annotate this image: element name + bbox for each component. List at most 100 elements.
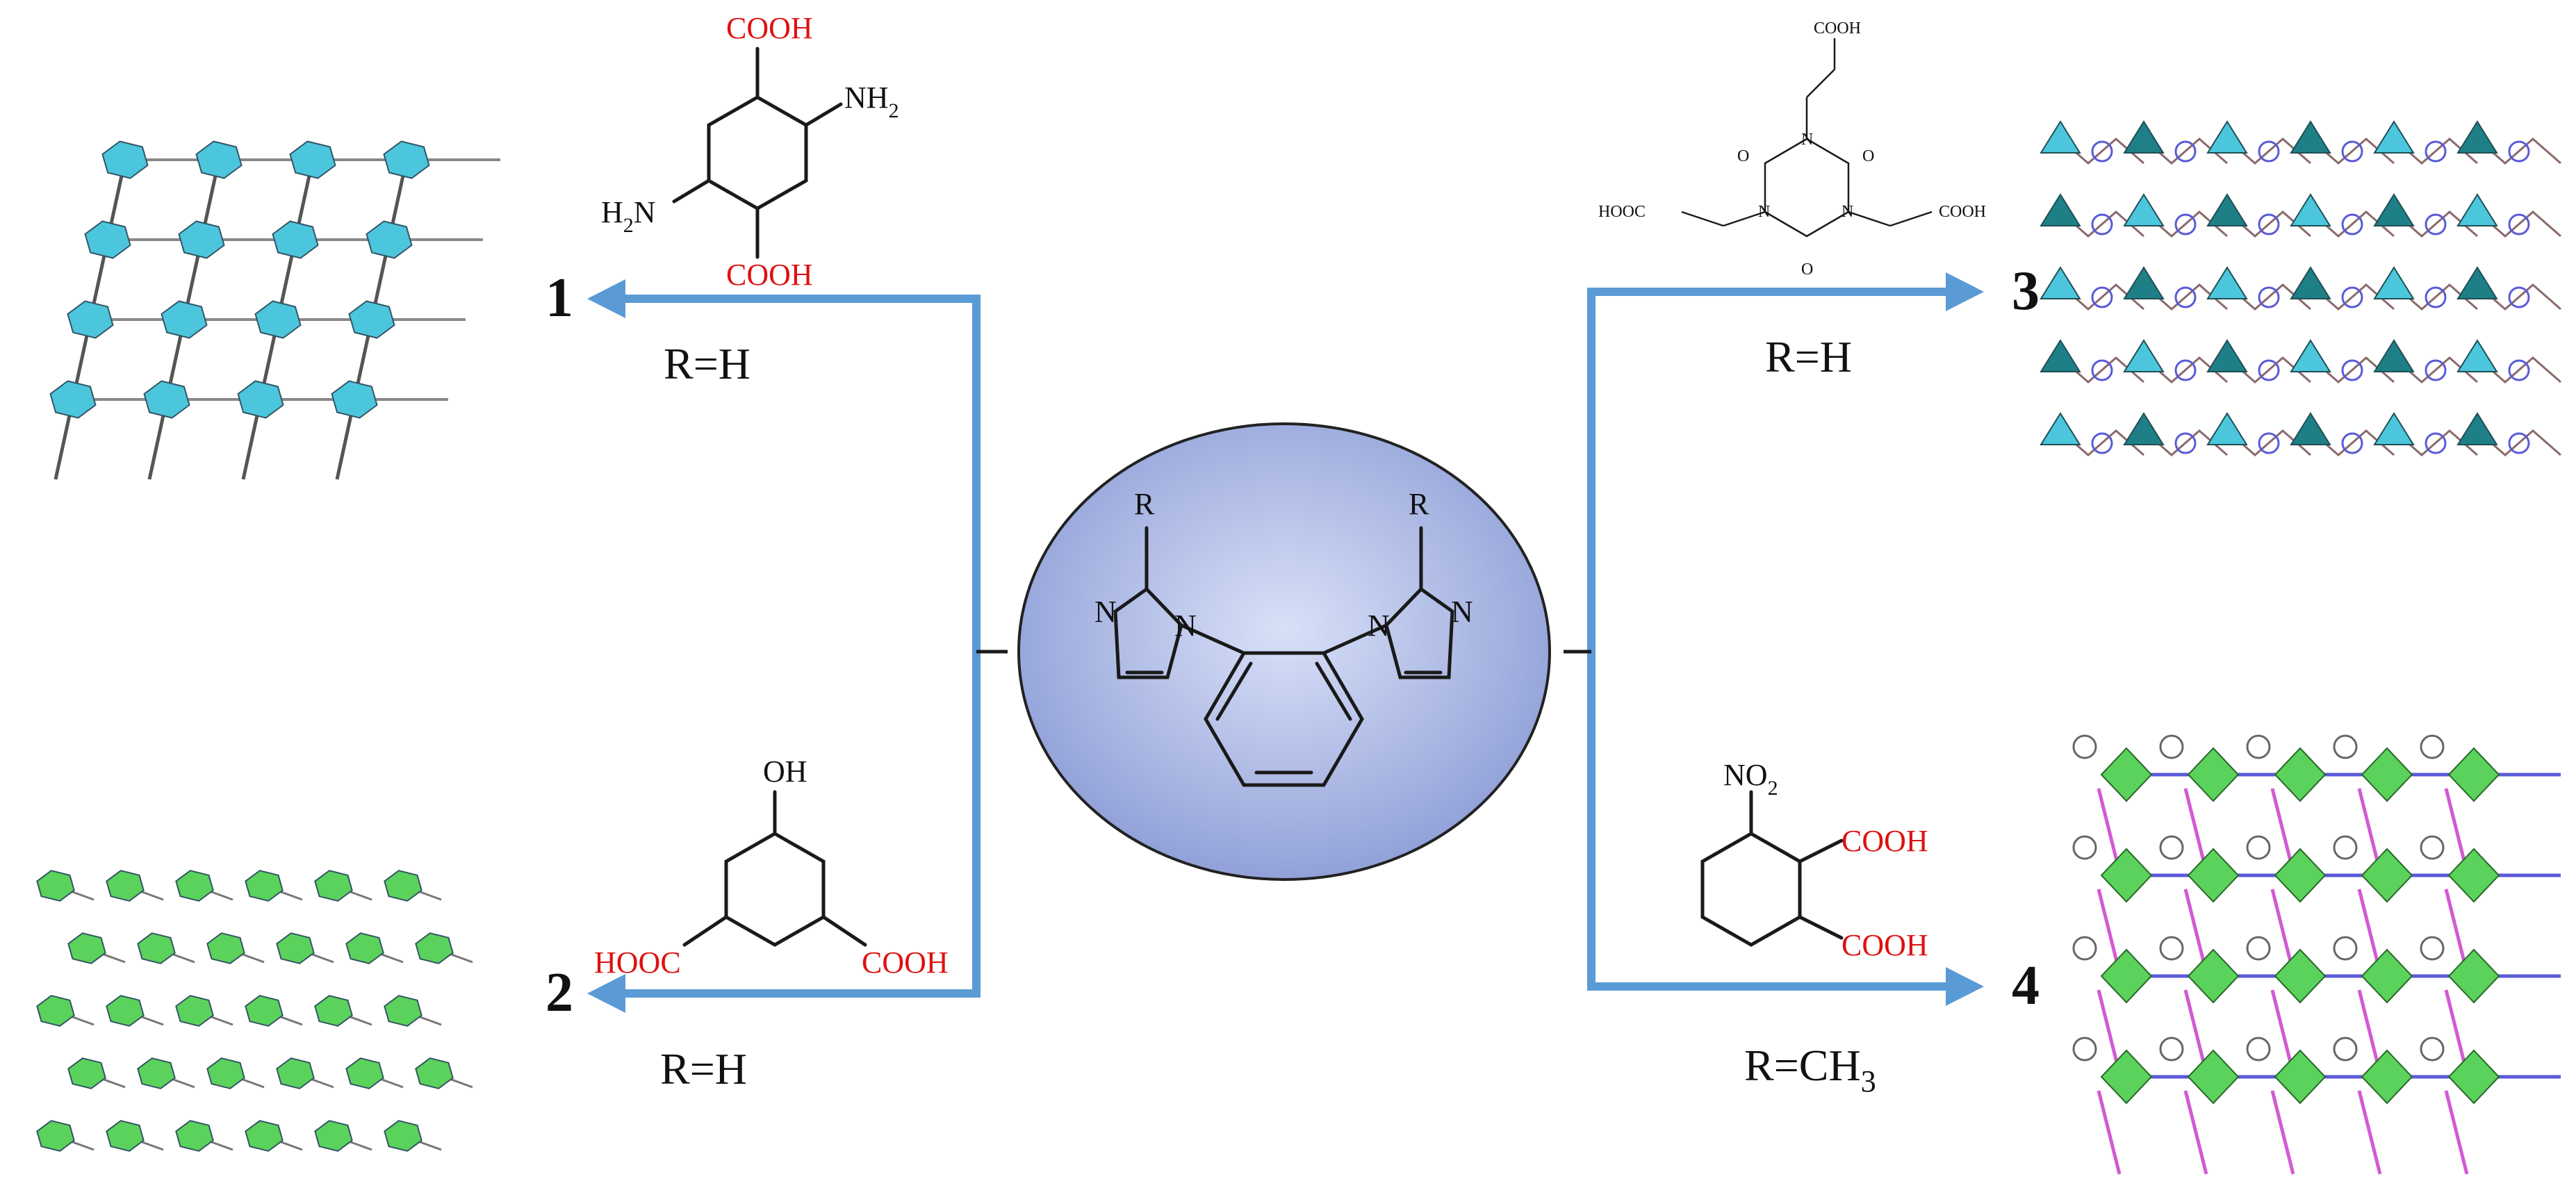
arrowhead-1 — [587, 279, 625, 318]
aromatic-ring — [2072, 936, 2097, 961]
green-octahedron — [2100, 948, 2153, 1004]
cyan-polyhedron — [272, 220, 319, 259]
ligand-3-oxygen-bottom: O — [1801, 261, 1813, 279]
green-polyhedron — [137, 1057, 176, 1089]
green-octahedron — [2447, 1049, 2500, 1105]
green-octahedron — [2447, 948, 2500, 1004]
tetrahedron — [2456, 120, 2498, 154]
arrowhead-3 — [1946, 272, 1984, 311]
linker-bond — [2183, 989, 2208, 1074]
ligand-1-amine-right: NH2 — [844, 81, 899, 122]
imidazole-ring — [2091, 432, 2113, 454]
green-polyhedron — [175, 1120, 214, 1152]
green-octahedron — [2187, 747, 2240, 802]
ligand-3-nitrogen-right: N — [1841, 203, 1853, 221]
aromatic-ring — [2159, 734, 2184, 759]
green-polyhedron — [175, 995, 214, 1027]
green-octahedron — [2274, 747, 2327, 802]
aromatic-ring — [2420, 835, 2445, 860]
central-bis-imidazole-ligand: R R N N N N — [1017, 422, 1551, 881]
aromatic-ring — [2072, 1037, 2097, 1062]
imidazole-ring — [2425, 432, 2447, 454]
green-octahedron — [2447, 747, 2500, 802]
aromatic-ring — [2072, 734, 2097, 759]
central-n-right-inner: N — [1368, 609, 1390, 643]
green-polyhedron — [36, 870, 75, 902]
green-octahedron — [2274, 948, 2327, 1004]
cyan-polyhedron — [195, 140, 243, 179]
imidazole-ring — [2341, 140, 2363, 163]
linker-bond — [2357, 989, 2382, 1074]
ligand-3-nitrogen-top: N — [1801, 131, 1813, 149]
linker-bond — [2270, 889, 2295, 973]
green-polyhedron — [67, 1057, 106, 1089]
aromatic-ring — [2159, 835, 2184, 860]
green-polyhedron — [245, 995, 284, 1027]
compound-4-condition: R=CH3 — [1744, 1041, 1876, 1098]
linker-bond — [2183, 788, 2208, 873]
tetrahedron — [2456, 339, 2498, 372]
compound-3-condition: R=H — [1765, 332, 1852, 381]
cyan-polyhedron — [237, 380, 284, 419]
central-n-right-outer: N — [1451, 595, 1473, 629]
green-octahedron — [2187, 848, 2240, 903]
imidazole-ring — [2508, 140, 2530, 163]
linker-bond — [2270, 788, 2295, 873]
cyan-polyhedron — [254, 300, 302, 339]
ligand-4-top-acid: COOH — [1841, 824, 1928, 858]
linker-bond — [2444, 989, 2469, 1074]
ligand-2-hydroxyl: OH — [763, 754, 807, 789]
tetrahedron — [2206, 193, 2248, 226]
imidazole-ring — [2174, 432, 2197, 454]
ligand-2-left-acid: HOOC — [594, 946, 681, 980]
green-octahedron — [2447, 848, 2500, 903]
cyan-polyhedron — [67, 300, 114, 339]
tetrahedron — [2290, 339, 2331, 372]
aromatic-ring — [2420, 1037, 2445, 1062]
linker-bond — [2444, 788, 2469, 873]
tetrahedron — [2123, 120, 2165, 154]
green-polyhedron — [314, 995, 353, 1027]
ligand-1-top-acid: COOH — [726, 11, 813, 45]
green-octahedron — [2361, 848, 2413, 903]
imidazole-ring — [2341, 213, 2363, 236]
linker-bond — [2270, 1090, 2295, 1175]
tetrahedron — [2290, 120, 2331, 154]
aromatic-ring — [2420, 734, 2445, 759]
aromatic-ring — [2246, 734, 2271, 759]
imidazole-ring — [2508, 286, 2530, 308]
cyan-polyhedron — [161, 300, 208, 339]
imidazole-ring — [2425, 213, 2447, 236]
tetrahedron — [2206, 339, 2248, 372]
ligand-2-right-acid: COOH — [862, 946, 949, 980]
green-polyhedron — [314, 1120, 353, 1152]
ligand-3-oxygen-left: O — [1737, 147, 1749, 165]
ligand-4-bottom-acid: COOH — [1841, 928, 1928, 962]
green-polyhedron — [36, 1120, 75, 1152]
aromatic-ring — [2246, 835, 2271, 860]
tetrahedron — [2206, 120, 2248, 154]
ligand-1-amine-left: H2N — [601, 195, 656, 237]
green-octahedron — [2100, 848, 2153, 903]
green-octahedron — [2100, 747, 2153, 802]
imidazole-ring — [2091, 359, 2113, 381]
linker-bond — [2444, 1090, 2469, 1175]
tetrahedron — [2040, 412, 2081, 445]
green-polyhedron — [206, 1057, 245, 1089]
structure-panel-3 — [2040, 120, 2561, 456]
green-octahedron — [2187, 948, 2240, 1004]
tetrahedron — [2373, 193, 2415, 226]
tetrahedron — [2373, 120, 2415, 154]
aromatic-ring — [2072, 835, 2097, 860]
cyan-polyhedron — [84, 220, 131, 259]
arrow-right-system — [1587, 288, 1946, 991]
central-r-left: R — [1134, 487, 1155, 521]
linker-bond — [2097, 1090, 2122, 1175]
imidazole-ring — [2258, 286, 2280, 308]
cyan-polyhedron — [101, 140, 149, 179]
linker-bond — [2357, 788, 2382, 873]
structure-panel-2 — [36, 870, 473, 1152]
tetrahedron — [2123, 266, 2165, 299]
cyan-polyhedron — [366, 220, 413, 259]
